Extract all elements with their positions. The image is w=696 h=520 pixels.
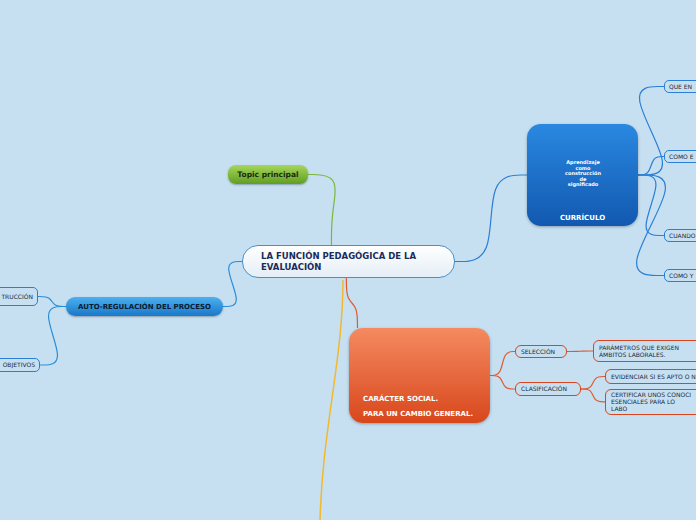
node-text: AUTO-REGULACIÓN DEL PROCESO <box>70 303 219 311</box>
subtopic-box: CUANDO <box>664 229 696 242</box>
branch-connector <box>308 175 335 246</box>
node-text: CERTIFICAR UNOS CONOCI ESENCIALES PARA L… <box>611 391 692 413</box>
branch-connector <box>455 175 527 262</box>
branch-line <box>320 280 343 520</box>
central-topic: LA FUNCIÓN PEDAGÓGICA DE LA EVALUACIÓN <box>242 245 455 278</box>
branch-connector <box>581 377 605 390</box>
node-text: PARA UN CAMBIO GENERAL. <box>363 410 484 419</box>
node-text: COMO E <box>669 153 696 160</box>
subtopic-box: QUE EN <box>664 80 696 93</box>
branch-connector <box>567 350 593 352</box>
main-topic: Topic principal <box>228 165 308 184</box>
node-text: LA FUNCIÓN PEDAGÓGICA DE LA EVALUACIÓN <box>261 251 444 271</box>
node-text: EVIDENCIAR SI ES APTO O N <box>611 373 696 380</box>
subtopic-box: COMO E <box>664 150 696 163</box>
subtopic-box: CLASIFICACIÓN <box>515 382 581 396</box>
branch-connector <box>581 389 605 402</box>
branch-connector <box>638 157 664 176</box>
node-text: PARÁMETROS QUE EXIGEN ÁMBITOS LABORALES. <box>599 344 696 358</box>
subtopic-box: COMO Y <box>664 269 696 282</box>
node-text: Topic principal <box>232 170 304 179</box>
cycle-label: Aprendizaje como construcción de signifi… <box>564 160 602 188</box>
subtopic-box: PARÁMETROS QUE EXIGEN ÁMBITOS LABORALES. <box>593 340 696 362</box>
node-text: TRUCCIÓN <box>0 293 33 300</box>
branch-connector <box>38 297 66 307</box>
subtopic-box: CERTIFICAR UNOS CONOCI ESENCIALES PARA L… <box>605 389 696 415</box>
subtopic-box: SELECCIÓN <box>515 345 567 358</box>
branch-connector <box>638 87 664 176</box>
branch-connector <box>346 278 357 328</box>
node-text: CLASIFICACIÓN <box>521 385 575 392</box>
subtopic-box: OBJETIVOS <box>0 358 40 372</box>
branch-connector <box>637 175 666 276</box>
main-topic: CARÁCTER SOCIAL. PARA UN CAMBIO GENERAL. <box>349 328 490 423</box>
branch-connector <box>490 376 515 390</box>
branch-connector <box>490 352 515 376</box>
node-text: CURRÍCULO <box>529 214 636 222</box>
main-topic: AUTO-REGULACIÓN DEL PROCESO <box>66 297 223 316</box>
node-text: CARÁCTER SOCIAL. <box>363 395 484 404</box>
subtopic-box: EVIDENCIAR SI ES APTO O N <box>605 369 696 384</box>
branch-connector <box>40 307 66 366</box>
node-text: QUE EN <box>669 83 696 90</box>
branch-connector <box>223 262 242 307</box>
node-text: OBJETIVOS <box>0 361 35 368</box>
subtopic-box: TRUCCIÓN <box>0 287 38 306</box>
node-text: COMO Y <box>669 272 696 279</box>
node-text: SELECCIÓN <box>521 348 561 355</box>
node-text: CUANDO <box>669 232 696 239</box>
